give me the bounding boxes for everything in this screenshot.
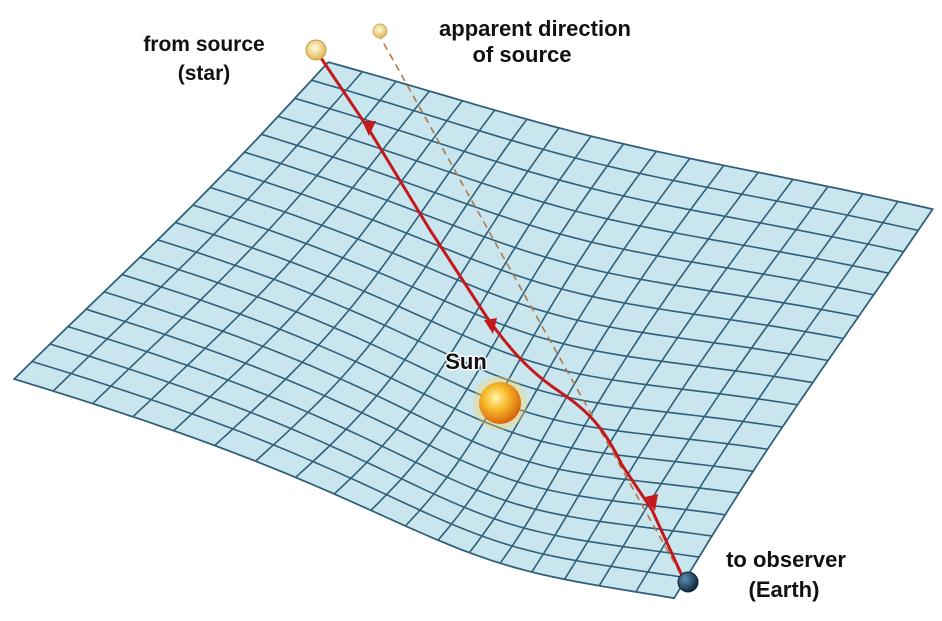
sun-label: Sun: [445, 349, 487, 374]
apparent-direction-label-line2: of source: [472, 42, 571, 67]
observer-label-line2: (Earth): [749, 577, 820, 602]
grid-line: [635, 200, 899, 593]
spacetime-sheet-edge: [12, 61, 935, 600]
source-label-line1: from source: [143, 33, 264, 56]
grid-line: [49, 343, 700, 558]
sun-icon: [479, 382, 521, 424]
apparent-star-icon: [372, 23, 388, 39]
light-path-arrow-1: [362, 121, 376, 136]
grid-line: [31, 360, 687, 579]
source-label-line2: (star): [178, 62, 231, 85]
observer-label-line1: to observer: [726, 547, 846, 572]
grid-line: [67, 325, 713, 537]
apparent-direction-line: [377, 32, 685, 581]
star-icon: [305, 39, 327, 61]
apparent-direction-label-line1: apparent direction: [439, 16, 631, 41]
earth-icon: [677, 571, 699, 593]
light-path-arrow-3: [645, 494, 658, 511]
grid-line: [598, 193, 864, 587]
light-path-arrow-2: [484, 318, 497, 334]
